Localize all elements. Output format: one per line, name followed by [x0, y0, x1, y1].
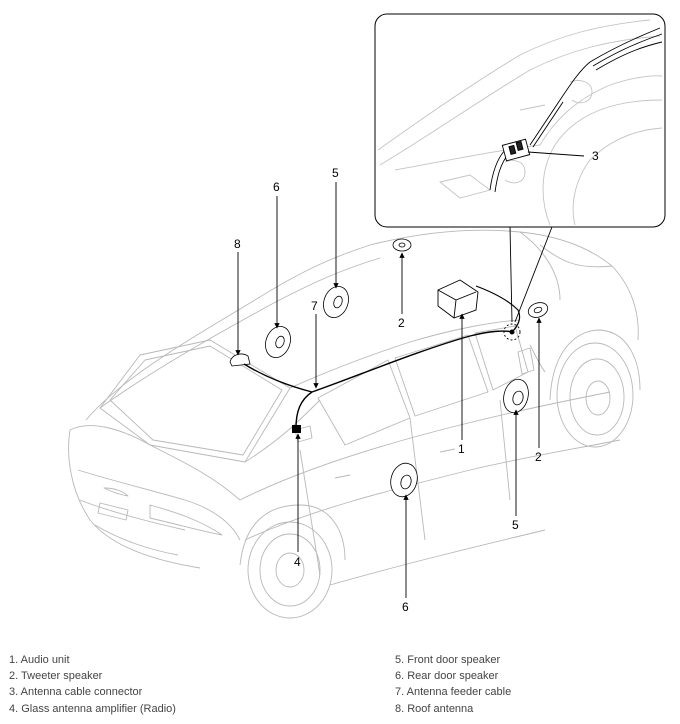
- callout-5-upper: 5: [332, 166, 339, 180]
- legend-item: 7. Antenna feeder cable: [395, 686, 512, 699]
- legend-item: 1. Audio unit: [9, 654, 70, 666]
- callout-7: 7: [311, 299, 318, 313]
- rear-door-speaker-upper: [265, 326, 291, 358]
- connector-detail-inset: 3: [374, 13, 666, 228]
- inset-pointer: [503, 226, 553, 341]
- legend-item: 4. Glass antenna amplifier (Radio): [9, 702, 176, 715]
- legend-item: 5. Front door speaker: [395, 654, 501, 666]
- glass-antenna-amplifier: [292, 425, 301, 433]
- callout-2-left: 2: [398, 316, 405, 330]
- legend-item: 8. Roof antenna: [395, 702, 474, 715]
- legend-column-left: 1. Audio unit 2. Tweeter speaker 3. Ante…: [9, 652, 176, 717]
- callout-8: 8: [234, 237, 241, 251]
- callout-6: 6: [402, 600, 409, 614]
- leader-lines: [235, 182, 542, 598]
- callout-3: 3: [592, 149, 599, 163]
- callout-1: 1: [458, 442, 465, 456]
- callout-2-right: 2: [535, 450, 542, 464]
- audio-unit: [437, 279, 479, 319]
- roof-antenna: [229, 353, 251, 367]
- tweeter-speaker-right: [527, 302, 549, 318]
- car-outline: [68, 229, 641, 619]
- front-door-speaker-upper: [323, 286, 349, 318]
- legend-item: 2. Tweeter speaker: [9, 670, 103, 683]
- audio-unit-cable: [475, 285, 521, 333]
- tweeter-speaker-left: [392, 238, 412, 252]
- callout-6-upper: 6: [273, 180, 280, 194]
- legend-item: 3. Antenna cable connector: [9, 686, 143, 699]
- callout-4: 4: [294, 555, 301, 569]
- rear-door-speaker: [390, 462, 418, 498]
- component-legend: 1. Audio unit 2. Tweeter speaker 3. Ante…: [0, 652, 680, 722]
- legend-item: 6. Rear door speaker: [395, 670, 499, 683]
- antenna-feeder-cable: [243, 330, 513, 429]
- callout-5: 5: [512, 518, 519, 532]
- legend-column-right: 5. Front door speaker 6. Rear door speak…: [395, 652, 511, 717]
- car-audio-diagram: 3: [68, 13, 666, 619]
- front-door-speaker: [503, 378, 529, 414]
